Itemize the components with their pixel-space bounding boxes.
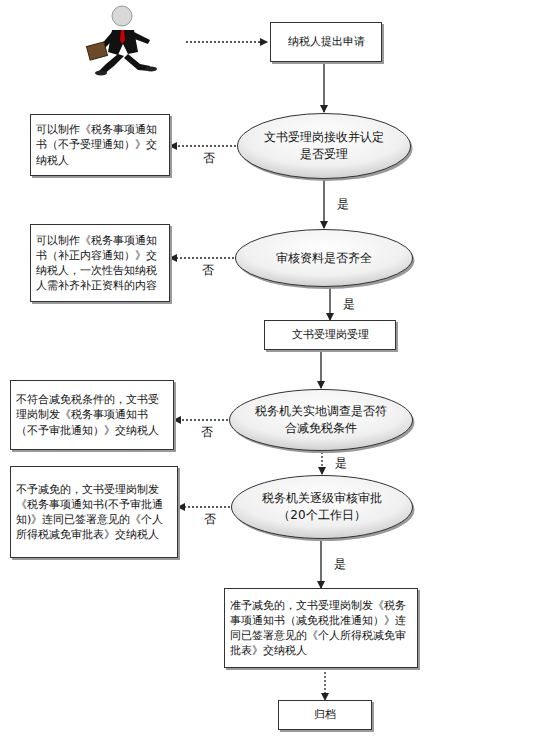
edge-label: 否 [203, 512, 217, 526]
archive-box: 归档 [278, 700, 372, 730]
edge-label: 否 [200, 425, 214, 439]
flow-arrow [329, 288, 330, 320]
flow-arrow [323, 62, 324, 112]
node-text: 文书受理岗接收并认定是否受理 [261, 129, 388, 162]
flow-arrow [323, 180, 324, 228]
notice-box: 不予减免的，文书受理岗制发《税务事项通知书(不予审批通知)》连同已签署意见的《个… [10, 466, 178, 558]
decision-ellipse: 文书受理岗接收并认定是否受理 [236, 112, 412, 180]
notice-box: 可以制作《税务事项通知书（不予受理通知）》交纳税人 [30, 114, 170, 176]
flow-arrow [170, 145, 236, 146]
process-box: 纳税人提出申请 [270, 22, 382, 62]
node-text: 准予减免的，文书受理岗制发《税务事项通知书（减免税批准通知）》连同已签署意见的《… [225, 594, 417, 663]
edge-label: 否 [202, 151, 216, 165]
notice-box: 可以制作《税务事项通知书（补正内容通知）》交纳税人，一次性告知纳税人需补齐补正资… [30, 224, 170, 302]
ellipse-outline [230, 474, 414, 540]
edge-label: 是 [336, 197, 350, 211]
ellipse-outline [236, 112, 412, 180]
flow-arrow [324, 668, 325, 700]
ellipse-outline [228, 388, 414, 452]
node-text: 归档 [279, 703, 371, 726]
walking-businessman [86, 6, 157, 76]
flow-arrow [320, 540, 321, 588]
flow-arrow [170, 257, 234, 258]
flow-arrow [320, 350, 321, 388]
decision-ellipse: 审核资料是否齐全 [234, 228, 414, 288]
flow-arrow [178, 506, 230, 507]
notice-box: 不符合减免税条件的，文书受理岗制发《税务事项通知书（不予审批通知）》交纳税人 [10, 380, 174, 450]
process-box: 文书受理岗受理 [264, 320, 396, 350]
node-text: 纳税人提出申请 [271, 30, 381, 53]
edge-label: 否 [201, 263, 215, 277]
notice-box: 准予减免的，文书受理岗制发《税务事项通知书（减免税批准通知）》连同已签署意见的《… [224, 588, 418, 668]
node-text: 税务机关逐级审核审批（20个工作日） [256, 490, 388, 523]
edge-label: 是 [334, 456, 348, 470]
decision-ellipse: 税务机关实地调查是否符合减免税条件 [228, 388, 414, 452]
flow-arrow [321, 452, 322, 474]
node-text: 可以制作《税务事项通知书（补正内容通知）》交纳税人，一次性告知纳税人需补齐补正资… [31, 229, 169, 298]
node-text: 文书受理岗受理 [265, 323, 395, 346]
edge-label: 是 [333, 557, 347, 571]
decision-ellipse: 税务机关逐级审核审批（20个工作日） [230, 474, 414, 540]
node-text: 不予减免的，文书受理岗制发《税务事项通知书(不予审批通知)》连同已签署意见的《个… [11, 478, 177, 547]
node-text: 审核资料是否齐全 [259, 250, 389, 267]
node-text: 不符合减免税条件的，文书受理岗制发《税务事项通知书（不予审批通知）》交纳税人 [11, 388, 173, 442]
entry-arrow [186, 41, 267, 42]
edge-label: 是 [342, 297, 356, 311]
node-text: 税务机关实地调查是否符合减免税条件 [254, 403, 388, 436]
flow-arrow [174, 419, 228, 420]
node-text: 可以制作《税务事项通知书（不予受理通知）》交纳税人 [31, 118, 169, 172]
